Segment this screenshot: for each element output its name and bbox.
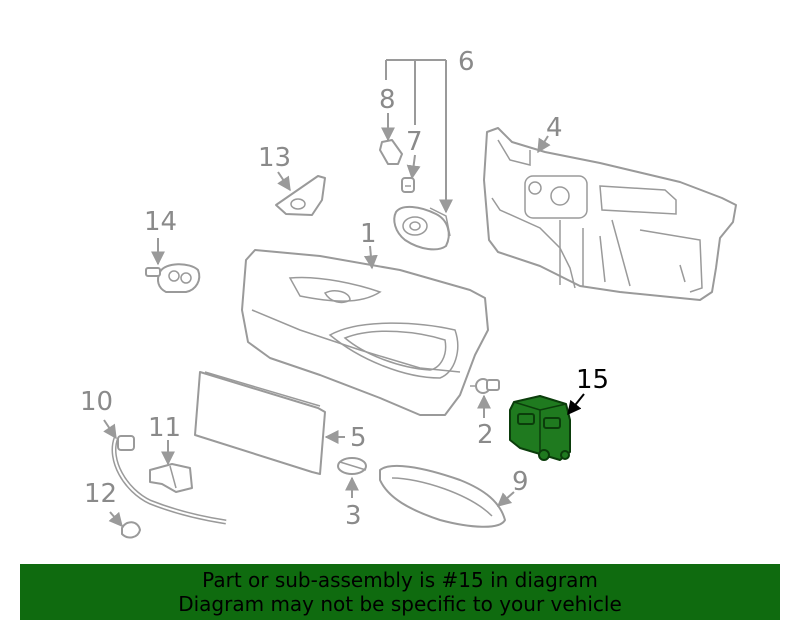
part-13-mirror-cover [275, 175, 326, 216]
part-10-weatherstrip [111, 435, 227, 525]
part-11-bracket [149, 463, 193, 493]
part-5-panel-insert [194, 371, 326, 475]
part-9-armrest [379, 464, 506, 528]
part-2-push-pin [470, 378, 500, 394]
callout-6: 6 [458, 47, 475, 77]
callout-4: 4 [546, 113, 563, 143]
part-12-clip [121, 521, 141, 539]
callout-12: 12 [84, 479, 117, 509]
part-4-door-inner-frame [483, 127, 737, 301]
part-1-door-trim-panel [241, 249, 489, 416]
callout-14: 14 [144, 207, 177, 237]
callout-3: 3 [345, 501, 362, 531]
parts-diagram: 1 2 3 4 5 6 7 8 9 10 11 12 13 14 15 [80, 47, 737, 539]
callout-13: 13 [258, 143, 291, 173]
callout-15-highlighted: 15 [576, 365, 609, 395]
callout-8: 8 [379, 85, 396, 115]
info-banner: Part or sub-assembly is #15 in diagram D… [20, 564, 780, 620]
part-3-clip [337, 457, 367, 475]
callout-7: 7 [406, 127, 423, 157]
part-6-speaker [393, 206, 451, 251]
part-14-switch [145, 263, 201, 293]
leader-lines [103, 59, 585, 528]
callout-5: 5 [350, 423, 367, 453]
part-8-socket [379, 139, 403, 165]
banner-line-1: Part or sub-assembly is #15 in diagram [202, 568, 598, 592]
banner-line-2: Diagram may not be specific to your vehi… [178, 592, 622, 616]
callout-1: 1 [360, 219, 377, 249]
part-15-switch-assembly-highlighted[interactable] [509, 395, 571, 461]
callout-9: 9 [512, 467, 529, 497]
callout-2: 2 [477, 420, 494, 450]
callout-10: 10 [80, 387, 113, 417]
part-7-bulb [401, 177, 415, 193]
callout-labels: 1 2 3 4 5 6 7 8 9 10 11 12 13 14 15 [80, 47, 609, 531]
callout-11: 11 [148, 413, 181, 443]
